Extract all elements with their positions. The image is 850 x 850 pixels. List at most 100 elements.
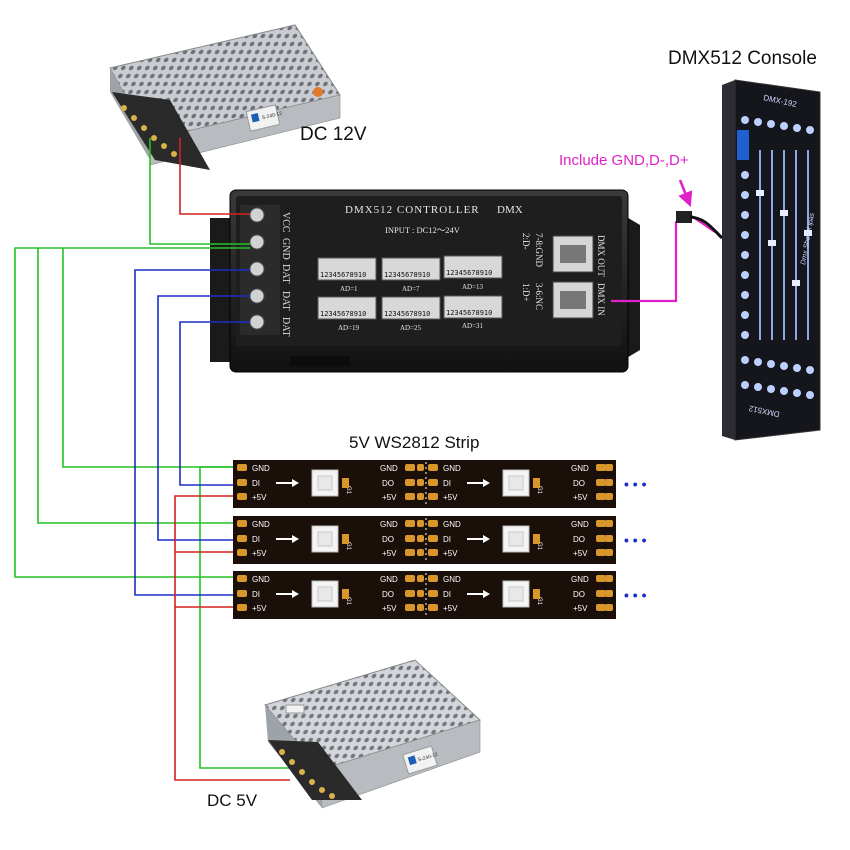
wire-dat-strip-1 bbox=[179, 321, 250, 486]
address-label-2: AD=7 bbox=[402, 285, 420, 293]
dip-numbers-2: 12345678910 bbox=[384, 271, 430, 279]
psu-12v-terminal-block bbox=[112, 92, 210, 170]
solder-pad bbox=[405, 479, 415, 486]
psu-12v: S-240-12 bbox=[109, 24, 341, 170]
console-fader-knobs[interactable] bbox=[756, 190, 812, 286]
solder-pad bbox=[417, 575, 424, 582]
console-display bbox=[737, 130, 749, 160]
console-buttons[interactable] bbox=[741, 116, 814, 399]
strip-pin-label: +5V bbox=[443, 549, 458, 558]
psu-5v-terminal-block bbox=[268, 740, 362, 800]
dip-switch-grid: 12345678910 12345678910 12345678910 1234… bbox=[317, 255, 503, 332]
port-dmx-out-label: DMX OUT bbox=[596, 235, 606, 277]
strip-continuation-ellipsis: • • • bbox=[624, 532, 647, 548]
dip-switch-5 bbox=[381, 296, 441, 320]
arrow-head-icon bbox=[483, 535, 490, 543]
arrow-head-icon bbox=[292, 479, 299, 487]
led-chip-lens bbox=[317, 531, 333, 547]
strip-pin-label: GND bbox=[571, 575, 589, 584]
strip-pin-label: DO bbox=[573, 535, 585, 544]
led-chip bbox=[311, 469, 339, 497]
led-chip-label: G1 bbox=[345, 486, 351, 495]
dip-numbers-3: 12345678910 bbox=[446, 269, 492, 277]
led-chip-label: G1 bbox=[536, 486, 542, 495]
led-chip-label: G1 bbox=[536, 542, 542, 551]
solder-pad bbox=[428, 535, 438, 542]
dip-numbers-4: 12345678910 bbox=[320, 310, 366, 318]
solder-pad bbox=[405, 549, 415, 556]
port-dmx-in-socket bbox=[560, 291, 586, 309]
solder-pad bbox=[605, 535, 613, 542]
solder-pad bbox=[428, 575, 438, 582]
strip-pin-label: DO bbox=[382, 535, 394, 544]
strip-pin-label: GND bbox=[380, 464, 398, 473]
terminal-label-gnd: GND bbox=[280, 238, 291, 260]
psu-12v-sticker bbox=[245, 104, 281, 132]
dip-switch-2 bbox=[381, 257, 441, 281]
dip-numbers-5: 12345678910 bbox=[384, 310, 430, 318]
solder-pad bbox=[417, 535, 424, 542]
strip-continuation-ellipsis: • • • bbox=[624, 587, 647, 603]
solder-pad bbox=[237, 535, 247, 542]
solder-pad bbox=[605, 464, 613, 471]
solder-pad bbox=[428, 549, 438, 556]
strip-pin-label: +5V bbox=[382, 493, 397, 502]
wire-dat-strip-2 bbox=[157, 295, 250, 541]
address-label-5: AD=25 bbox=[400, 324, 422, 332]
dmx-note-arrow-icon bbox=[678, 179, 693, 207]
wire-12v-vcc bbox=[179, 138, 250, 215]
capacitor-pad bbox=[533, 534, 540, 544]
console-edge bbox=[722, 80, 735, 440]
strip-pin-label: +5V bbox=[252, 493, 267, 502]
led-chip-lens bbox=[317, 475, 333, 491]
solder-pad bbox=[596, 520, 606, 527]
strip-pin-label: GND bbox=[252, 464, 270, 473]
address-label-1: AD=1 bbox=[340, 285, 358, 293]
psu-12v-model: S-240-12 bbox=[261, 111, 283, 122]
controller-dmx-text: DMX bbox=[497, 204, 523, 216]
address-label-6: AD=31 bbox=[462, 322, 484, 330]
arrow-head-icon bbox=[292, 590, 299, 598]
controller-vent bbox=[290, 356, 350, 366]
solder-pad bbox=[428, 493, 438, 500]
solder-pad bbox=[605, 604, 613, 611]
port-dmx-out-socket bbox=[560, 245, 586, 263]
strip-pin-label: DI bbox=[443, 590, 451, 599]
solder-pad bbox=[237, 549, 247, 556]
solder-pad bbox=[596, 604, 606, 611]
solder-pad bbox=[605, 520, 613, 527]
strip-pin-label: +5V bbox=[382, 604, 397, 613]
solder-pad bbox=[417, 464, 424, 471]
arrow-head-icon bbox=[483, 590, 490, 598]
solder-pad bbox=[417, 549, 424, 556]
pin-note-bottom-2: 3-6:NC bbox=[534, 283, 544, 310]
solder-pad bbox=[405, 493, 415, 500]
solder-pad bbox=[596, 464, 606, 471]
console-title: DMX512 Console bbox=[668, 48, 817, 69]
solder-pad bbox=[417, 520, 424, 527]
strip-title: 5V WS2812 Strip bbox=[349, 433, 479, 452]
controller-left-flange bbox=[210, 218, 232, 362]
led-chip-label: G1 bbox=[345, 542, 351, 551]
wires-5v bbox=[174, 495, 290, 781]
strip-pin-label: +5V bbox=[382, 549, 397, 558]
capacitor-pad bbox=[533, 589, 540, 599]
strip-pin-label: GND bbox=[380, 520, 398, 529]
led-chip-label: G1 bbox=[345, 597, 351, 606]
address-label-3: AD=13 bbox=[462, 283, 484, 291]
arrow-head-icon bbox=[292, 535, 299, 543]
terminal-label-dat-1: DAT bbox=[280, 264, 291, 283]
solder-pad bbox=[405, 464, 415, 471]
psu-12v-screws bbox=[121, 105, 177, 157]
solder-pad bbox=[405, 575, 415, 582]
solder-pad bbox=[417, 604, 424, 611]
arrow-head-icon bbox=[483, 479, 490, 487]
strip-pin-label: GND bbox=[380, 575, 398, 584]
strip-pin-label: GND bbox=[443, 464, 461, 473]
psu-5v-sticker bbox=[402, 745, 438, 775]
solder-pad bbox=[405, 590, 415, 597]
solder-pad bbox=[237, 590, 247, 597]
capacitor-pad bbox=[342, 534, 349, 544]
psu-12v-led-icon bbox=[313, 87, 323, 97]
